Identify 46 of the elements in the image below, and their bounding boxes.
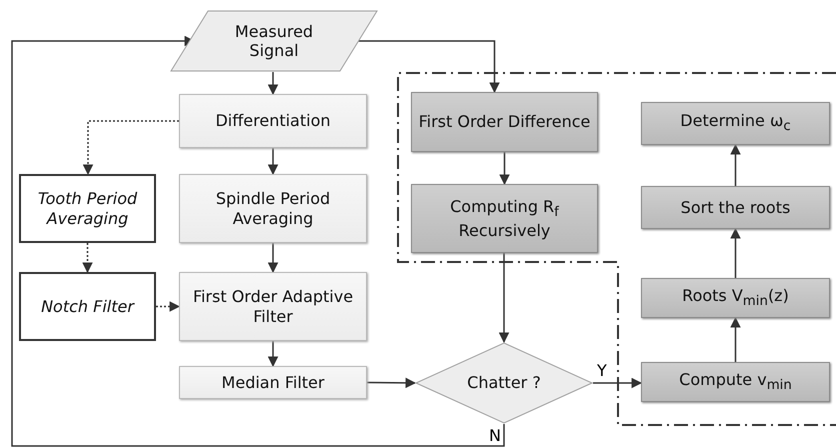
process-box (641, 186, 830, 229)
arrow (593, 378, 642, 388)
process-box (179, 272, 367, 341)
process-box (19, 272, 156, 341)
arrow (82, 243, 93, 274)
process-label: Roots V$_{min}$(z) (682, 286, 789, 310)
process-label: First Order Difference (418, 112, 590, 132)
edge-label: N (488, 428, 502, 444)
decision-diamond (415, 342, 593, 424)
input-parallelogram (170, 10, 378, 72)
process-box (179, 366, 367, 399)
arrow (82, 120, 179, 176)
arrow (499, 152, 510, 186)
arrow (367, 378, 416, 388)
process-box (19, 174, 156, 243)
process-box (411, 92, 598, 152)
process-label: Differentiation (215, 111, 330, 131)
arrow (730, 228, 741, 278)
decision-label: Chatter ? (467, 373, 541, 393)
edge-label: Y (596, 363, 608, 379)
arrow (268, 341, 278, 368)
process-box (641, 362, 830, 402)
arrow (268, 148, 278, 176)
arrow (730, 316, 741, 362)
process-label: Median Filter (222, 372, 324, 392)
process-box (411, 184, 598, 253)
arrow (358, 40, 500, 94)
process-label: Sort the roots (680, 198, 790, 218)
process-box (641, 102, 830, 145)
input-label: Measured Signal (234, 22, 314, 60)
process-box (179, 174, 367, 243)
process-label: Spindle Period Averaging (214, 189, 332, 228)
arrow (730, 144, 741, 186)
arrow (156, 301, 180, 312)
process-label: Computing R$_{f}$ Recursively (449, 196, 560, 240)
process-label: Determine ω$_{c}$ (680, 111, 791, 136)
process-label: First Order Adaptive Filter (192, 287, 354, 326)
process-label: Compute v$_{min}$ (679, 370, 792, 394)
arrow (498, 253, 510, 344)
process-box (179, 94, 367, 148)
arrow (268, 243, 278, 274)
process-label: Notch Filter (41, 296, 134, 316)
arrow (268, 72, 278, 96)
process-box (641, 278, 830, 318)
arrow (11, 36, 505, 447)
process-label: Tooth Period Averaging (36, 189, 138, 228)
